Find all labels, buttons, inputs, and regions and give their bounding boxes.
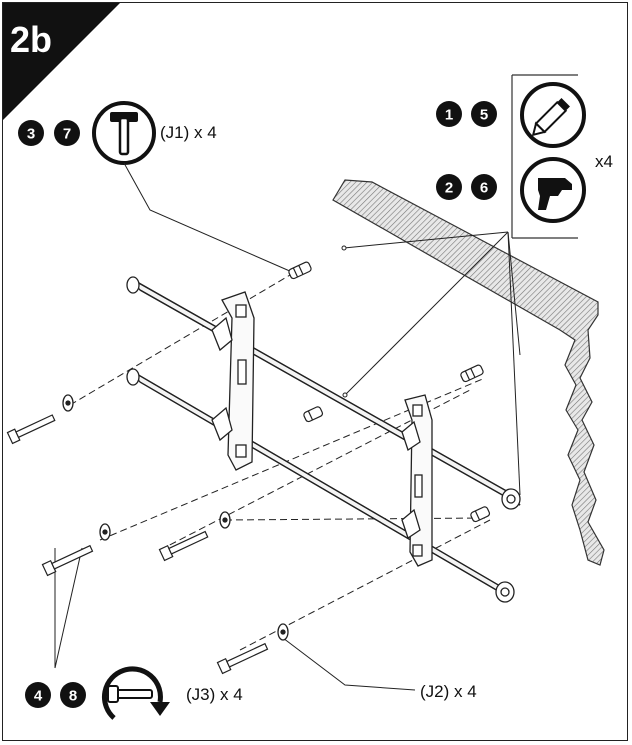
drill-step-badges: 2 6 xyxy=(436,174,497,200)
pencil-step-badges: 1 5 xyxy=(436,101,497,127)
leader-lines xyxy=(54,162,521,691)
washer-callout-label: (J2) x 4 xyxy=(420,682,477,701)
bolts xyxy=(6,414,269,675)
step-2: 2 xyxy=(445,180,453,197)
tool-panel-lines xyxy=(511,74,578,239)
wrench-step-badges: 4 8 xyxy=(25,682,86,708)
step-6: 6 xyxy=(480,180,488,197)
anchors xyxy=(288,261,491,523)
hammer-callout-label: (J1) x 4 xyxy=(160,123,217,142)
wrench-callout-label: (J3) x 4 xyxy=(186,685,243,704)
drill-points xyxy=(341,245,348,398)
step-5: 5 xyxy=(480,107,488,124)
step-number: 2b xyxy=(10,19,52,60)
hammer-step-badges: 3 7 xyxy=(18,120,80,146)
right-bracket xyxy=(401,394,433,567)
step-badge: 2b xyxy=(3,3,120,120)
left-bracket xyxy=(211,291,255,471)
rails xyxy=(126,276,521,603)
tool-multiplier: x4 xyxy=(595,152,613,171)
washers xyxy=(62,394,289,641)
pencil-icon xyxy=(520,82,586,148)
step-8: 8 xyxy=(69,688,77,705)
wall xyxy=(332,179,605,566)
step-1: 1 xyxy=(445,107,453,124)
step-4: 4 xyxy=(34,688,43,705)
drill-icon xyxy=(520,157,586,223)
step-7: 7 xyxy=(63,126,71,143)
hammer-icon xyxy=(92,101,156,165)
wrench-rotate-icon xyxy=(102,666,170,720)
step-3: 3 xyxy=(27,126,35,143)
